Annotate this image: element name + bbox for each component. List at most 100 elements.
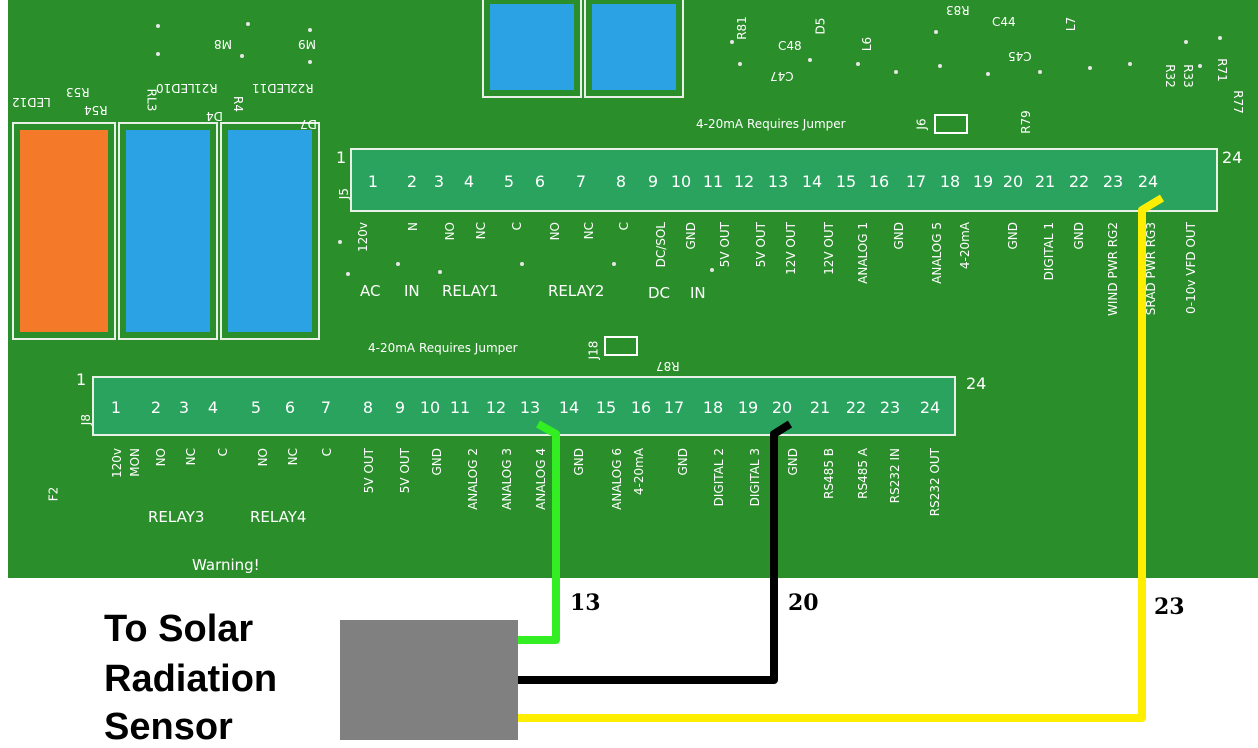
via-dot [856,62,860,66]
wire-23-yellow [518,194,1165,722]
pin-number: 21 [809,398,831,417]
via-dot [1198,64,1202,68]
solar-radiation-sensor-box [340,620,518,740]
relay-blue-1 [118,122,218,340]
group-label-ac: AC [360,282,381,300]
pin-number: 1 [367,172,379,191]
pin-number: 11 [702,172,724,191]
pin-number: 18 [939,172,961,191]
pin-number: 2 [406,172,418,191]
jumper-j18 [604,336,638,356]
jumper-note-bottom: 4-20mA Requires Jumper [368,341,518,355]
bottom-header-start-num: 1 [76,370,87,389]
via-dot [808,58,812,62]
pin-number: 24 [1137,172,1159,191]
via-dot [308,60,312,64]
pin-number: 20 [1002,172,1024,191]
group-label-relay2: RELAY2 [548,282,605,300]
pin-number: 20 [771,398,793,417]
wire-20-black [518,420,793,684]
via-dot [156,52,160,56]
via-dot [738,62,742,66]
via-dot [346,272,350,276]
pin-number: 15 [835,172,857,191]
group-label-relay1: RELAY1 [442,282,499,300]
via-dot [308,28,312,32]
sensor-label-line2: Radiation [104,658,278,700]
group-label-in: IN [404,282,420,300]
jumper-j6 [934,114,968,134]
pin-number: 22 [1068,172,1090,191]
pin-number: 12 [733,172,755,191]
jumper-note-top: 4-20mA Requires Jumper [696,117,846,131]
pin-number: 9 [394,398,406,417]
pin-number: 8 [615,172,627,191]
pin-number: 9 [647,172,659,191]
via-dot [1128,62,1132,66]
via-dot [1218,36,1222,40]
pin-number: 2 [150,398,162,417]
via-dot [240,54,244,58]
pin-number: 7 [320,398,332,417]
via-dot [710,268,714,272]
pin-number: 12 [485,398,507,417]
relay-blue-2 [220,122,320,340]
sensor-label-line1: To Solar [104,608,254,650]
top-terminal-header [350,148,1218,212]
pin-number: 3 [433,172,445,191]
pin-number: 22 [845,398,867,417]
relay-blue-3 [482,0,582,98]
pin-number: 11 [449,398,471,417]
pin-number: 6 [284,398,296,417]
relay-orange [12,122,116,340]
via-dot [156,24,160,28]
group-label-dc: DC [648,284,671,302]
wire-label-20: 20 [788,590,819,616]
via-dot [934,30,938,34]
pin-number: 6 [534,172,546,191]
sensor-label-line3: Sensor [104,706,233,748]
pin-number: 17 [905,172,927,191]
group-label-dc-in: IN [690,284,706,302]
bottom-header-end-num: 24 [966,374,987,393]
via-dot [986,72,990,76]
via-dot [338,240,342,244]
pin-number: 5 [503,172,515,191]
wire-label-13: 13 [570,590,601,616]
pin-number: 14 [801,172,823,191]
circuit-board: R53 R54 LED12 RL3 LED10 R21 D4 R4 LED11 … [8,0,1258,578]
bottom-terminal-header [92,376,956,436]
pin-number: 10 [419,398,441,417]
ref-label: C48 [778,39,802,53]
via-dot [438,270,442,274]
via-dot [730,40,734,44]
via-dot [1184,40,1188,44]
pin-number: 19 [737,398,759,417]
pin-number: 4 [463,172,475,191]
pin-number: 10 [670,172,692,191]
ref-label: C44 [992,15,1016,29]
pin-number: 13 [767,172,789,191]
group-label-relay3: RELAY3 [148,508,205,526]
pin-number: 3 [178,398,190,417]
group-label-relay4: RELAY4 [250,508,307,526]
pin-number: 8 [362,398,374,417]
via-dot [396,262,400,266]
wire-13-green [518,420,560,644]
via-dot [1088,66,1092,70]
pin-number: 23 [879,398,901,417]
relay-blue-4 [584,0,684,98]
top-header-start-num: 1 [336,148,347,167]
pin-number: 15 [595,398,617,417]
pin-number: 17 [663,398,685,417]
pin-number: 1 [110,398,122,417]
pin-number: 14 [558,398,580,417]
top-header-end-num: 24 [1222,148,1243,167]
pin-number: 4 [207,398,219,417]
via-dot [1038,70,1042,74]
pin-number: 23 [1102,172,1124,191]
pin-number: 19 [972,172,994,191]
pin-number: 21 [1034,172,1056,191]
pin-number: 18 [702,398,724,417]
